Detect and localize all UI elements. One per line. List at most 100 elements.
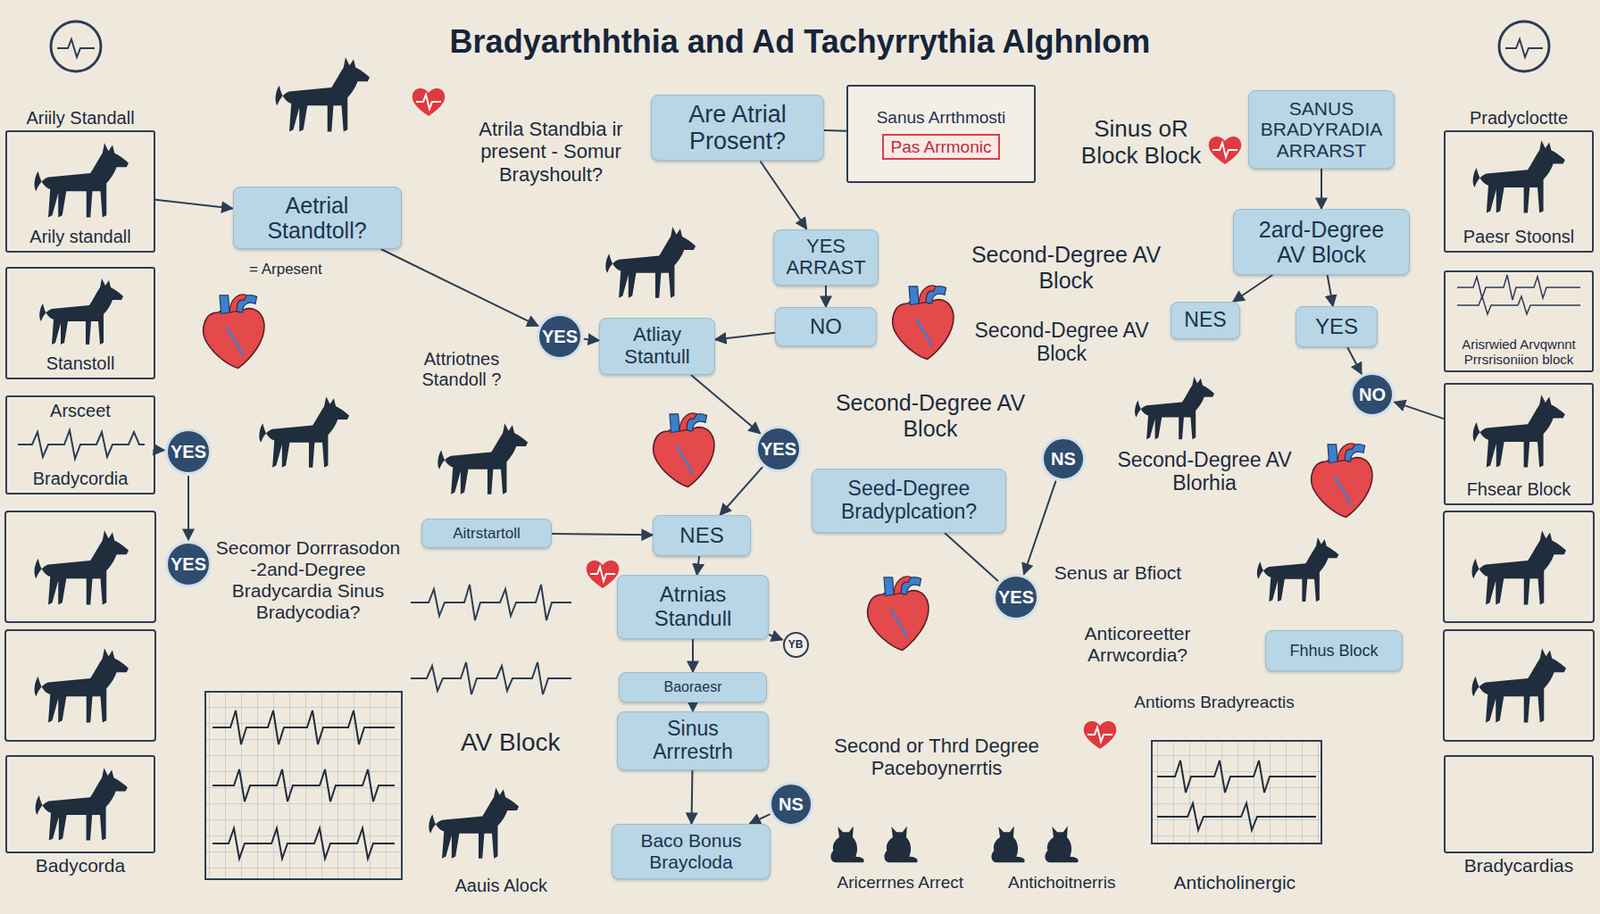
ecg-trace [410,662,572,695]
dog-silhouette [34,142,129,217]
diagram-title: Bradyarthhthia and Ad Tachyrrythia Alghn… [0,23,1600,61]
anatomical-heart [203,285,1373,650]
annotation-label: Second-Degree AV Block [827,390,1034,442]
dog-silhouette [35,767,128,841]
annotation-label: = Arpesent [249,260,323,279]
panel-frame [5,630,156,742]
node-text: NES [1183,308,1226,333]
process-box: Aitrstartoll [421,518,552,549]
flow-connector [715,333,775,341]
node-text: Pradycloctte [1447,108,1591,129]
ecg-grid-chart [1151,741,1322,844]
dog-silhouette [1473,394,1566,467]
ecg-trace [1457,275,1581,300]
node-text: YES [1315,315,1359,340]
annotation-label: Anticoreetter Arrwcordia? [1039,623,1236,667]
node-text: Sanus Arrthmosti [876,108,1007,127]
anatomical-heart [1311,443,1373,517]
ecg-trace [17,275,1581,695]
node-text: Aetrial Standtoll? [242,192,392,243]
flow-connector [155,200,234,209]
image-panel: PradyclocttePaesr Stoonsl [1443,130,1594,253]
node-text: Stanstoll [8,353,152,375]
ecg-trace [1457,296,1581,315]
flow-connector [583,339,600,342]
dog-silhouette [39,278,124,345]
flow-connector [187,475,190,541]
dog-silhouette [34,530,129,605]
node-text: Bradycordia [8,468,152,490]
process-box: 2ard-Degree AV Block [1233,208,1410,275]
flow-connector [690,770,693,825]
flow-connector [768,634,783,641]
annotation-label: Sinus oR Block Block [1081,116,1202,170]
dog-silhouette [437,423,528,495]
image-panel: Stanstoll [5,266,156,380]
ecg-trace [1157,803,1317,831]
flow-connector [691,639,694,673]
process-box: YES [1295,306,1378,348]
decision-circle: YES [536,313,584,360]
decision-answer: NS [1050,449,1076,470]
anatomical-heart [867,576,929,650]
process-box: Baoraesr [618,672,767,703]
decision-answer: YES [541,326,578,348]
node-text: Bradycardias [1447,855,1591,877]
process-box: Are Atrial Prosent? [650,94,825,161]
node-text: Pas Arrmonic [882,133,1001,160]
flow-connector [1320,168,1323,209]
ecg-grid-chart [205,691,1322,880]
clock-icon [1499,21,1550,72]
process-box: NO [775,307,877,347]
flow-connector [719,466,763,516]
decision-circle: NO [1350,372,1395,417]
flow-connector [155,449,165,452]
dog-silhouette [428,787,519,859]
process-box: Sanus ArrthmostiPas Arrmonic [846,84,1036,184]
annotation-label: Second-Degree AV Block [967,318,1156,367]
heart-icon [412,88,1242,750]
annotation-label: Secomor Dorrrasodon -2and-Degree Bradyca… [214,537,402,625]
flow-connector [824,129,847,133]
ecg-trace [17,430,145,459]
image-panel: Badycorda [5,755,156,854]
decision-answer: YB [788,638,804,651]
flow-connector [691,702,694,712]
annotation-label: Second or Thrd Degree Paceboynerrtis [793,734,1080,781]
image-panel: Arisrwied Arvqwnnt Prrsrisoniion block [1443,270,1594,373]
annotation-label: Atrila Standbia ir present - Somur Brays… [457,117,645,186]
clock-icon [50,21,101,72]
node-text: Ariily Standall [8,108,152,129]
decision-answer: YES [760,439,797,460]
process-box: Aetrial Standtoll? [233,186,402,250]
flow-connector [1024,481,1057,575]
node-text: NES [679,524,724,549]
ecg-trace [212,710,395,745]
clock-icon [57,39,95,58]
decision-circle: NS [768,782,814,827]
dog-silhouette [605,226,696,299]
decision-answer: YES [170,554,207,575]
node-text: Baco Bonus Braycloda [621,830,761,873]
decision-answer: NS [778,794,804,816]
node-text: SANUS BRADYRADIA ARRARST [1258,98,1385,162]
flow-connector [691,375,761,434]
dog-silhouette [1257,537,1339,602]
decision-answer: YES [998,587,1034,609]
decision-circle: YES [992,574,1040,621]
panel-frame [5,511,156,623]
flow-connector [759,160,807,229]
node-text: Paesr Stoonsl [1447,226,1591,248]
dog-silhouette [1472,530,1567,605]
annotation-label: Attriotnes Standoll ? [394,349,529,391]
node-text: 2ard-Degree AV Block [1242,216,1400,267]
flow-connector [381,249,539,326]
process-box: Seed-Degree Bradyplcation? [811,468,1007,534]
heart-icon [586,560,620,589]
decision-circle: YES [755,425,802,473]
cat-silhouette [830,826,864,864]
dog-silhouette [258,396,350,468]
annotation-label: AV Block [460,728,561,758]
annotation-label: Senus ar Bfioct [1046,562,1190,584]
cat-silhouette [830,826,1078,864]
